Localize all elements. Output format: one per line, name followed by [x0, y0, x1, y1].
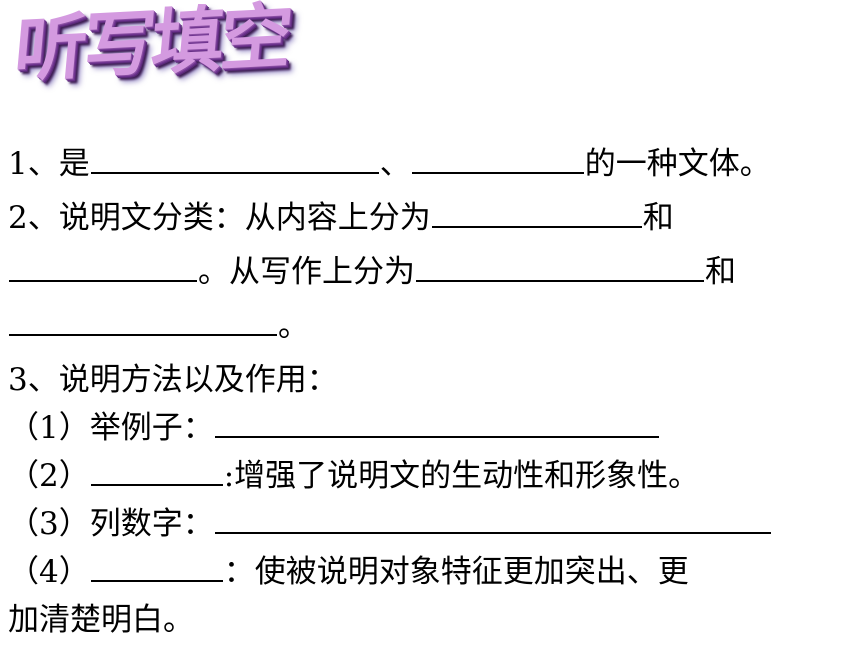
q2-end: 。 — [278, 308, 309, 344]
q1-blank-2[interactable] — [411, 140, 584, 174]
q3-item-2-prefix: （2） — [8, 458, 90, 494]
question-2: 2、说明文分类：从内容上分为 和 — [8, 194, 853, 242]
q2-blank-3[interactable] — [416, 248, 704, 282]
q3-item-1: （1）举例子： — [8, 404, 853, 452]
q3-item-2-suffix: :增强了说明文的生动性和形象性。 — [223, 458, 700, 494]
question-2-line-3: 。 — [8, 302, 853, 350]
q1-prefix: 1、是 — [8, 146, 90, 182]
q3-item-2: （2） :增强了说明文的生动性和形象性。 — [8, 452, 853, 500]
q3-heading: 3、说明方法以及作用： — [8, 362, 338, 398]
question-1: 1、是 、 的一种文体。 — [8, 140, 853, 188]
slide-title: 听写填空 — [11, 0, 293, 92]
question-2-line-2: 。从写作上分为 和 — [8, 248, 853, 296]
q3-item-4-continued: 加清楚明白。 — [8, 596, 853, 644]
q3-item-3-label: （3）列数字： — [8, 506, 214, 542]
q3-item-3-blank[interactable] — [214, 500, 771, 534]
question-3-heading: 3、说明方法以及作用： — [8, 356, 853, 404]
q3-item-4-cont: 加清楚明白。 — [8, 602, 194, 638]
q1-suffix: 的一种文体。 — [584, 146, 771, 182]
q3-item-3: （3）列数字： — [8, 500, 853, 548]
q2-and-2: 和 — [705, 254, 736, 290]
q3-item-4-blank[interactable] — [90, 548, 223, 582]
worksheet-body: 1、是、的一种文体。 2、说明文分类：从内容上分为和 。从写作上分为和 。 3、… — [8, 140, 853, 644]
q2-blank-4[interactable] — [9, 302, 277, 336]
q3-item-1-label: （1）举例子： — [8, 410, 214, 446]
q3-item-1-blank[interactable] — [214, 404, 659, 438]
q3-item-4-suffix: ：使被说明对象特征更加突出、更 — [223, 554, 689, 590]
q2-prefix: 2、说明文分类：从内容上分为 — [8, 200, 431, 236]
q2-blank-2[interactable] — [9, 248, 197, 282]
q2-and-1: 和 — [642, 200, 674, 236]
q3-item-4: （4） ：使被说明对象特征更加突出、更 — [8, 548, 853, 596]
q1-blank-1[interactable] — [90, 140, 379, 174]
q1-separator: 、 — [379, 146, 411, 182]
q2-blank-1[interactable] — [431, 194, 642, 228]
q3-item-4-prefix: （4） — [8, 554, 90, 590]
q2-mid: 。从写作上分为 — [198, 254, 415, 290]
q3-item-2-blank[interactable] — [90, 452, 223, 486]
